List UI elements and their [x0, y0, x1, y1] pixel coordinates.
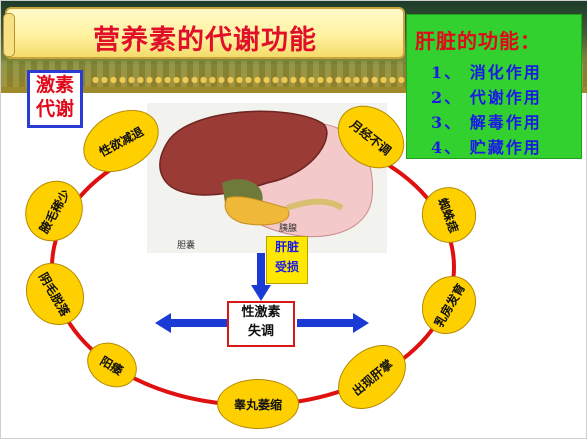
hormone-label-line: 代谢 — [35, 98, 74, 120]
liver-function-item: 4、 贮藏作用 — [431, 138, 542, 157]
liver-damage-box: 肝脏 受损 — [266, 236, 308, 284]
symptom-impotence-label: 阳痿 — [97, 353, 126, 378]
symptom-pubic-label: 阴毛脱落 — [36, 269, 73, 319]
header-dots — [91, 77, 411, 83]
liver-function-item: 1、 消化作用 — [431, 63, 542, 82]
liver-function-heading: 肝脏的功能： — [415, 29, 541, 53]
hormone-label-line: 激素 — [35, 74, 74, 96]
title-banner: 营养素的代谢功能 — [3, 7, 405, 59]
symptom-libido-label: 性欲减退 — [96, 123, 146, 159]
sex-hormone-imbalance-box: 性激素 失调 — [227, 301, 295, 347]
pancreas-label: 胰腺 — [279, 224, 298, 234]
down-arrow-shaft — [257, 237, 265, 285]
liver-damage-line: 肝脏 — [274, 240, 299, 254]
symptom-testis: 睾丸萎缩 — [217, 379, 299, 429]
left-arrow-shaft — [171, 319, 227, 327]
left-arrow-head — [155, 313, 171, 333]
center-line: 性激素 — [241, 305, 281, 320]
center-line: 失调 — [247, 324, 274, 339]
symptom-breast-label: 乳房发育 — [431, 280, 468, 330]
liver-damage-line: 受损 — [274, 260, 299, 274]
right-arrow-shaft — [297, 319, 353, 327]
liver-organ-drawing — [159, 110, 374, 238]
symptom-palm-label: 出现肝掌 — [349, 356, 396, 399]
liver-function-item: 2、 代谢作用 — [431, 88, 542, 107]
page-title: 营养素的代谢功能 — [93, 25, 317, 56]
down-arrow-head — [251, 285, 271, 301]
liver-function-item: 3、 解毒作用 — [431, 113, 542, 132]
symptom-testis-label: 睾丸萎缩 — [233, 397, 282, 412]
hormone-metabolism-label: 激素 代谢 — [27, 70, 83, 128]
right-arrow-head — [353, 313, 369, 333]
symptom-armpit-label: 腋毛稀少 — [36, 186, 73, 236]
symptom-menstrual-label: 月经不调 — [347, 117, 394, 158]
symptom-spider-label: 蜘蛛痣 — [435, 195, 462, 235]
liver-function-panel: 肝脏的功能： 1、 消化作用 2、 代谢作用 3、 解毒作用 4、 贮藏作用 — [406, 14, 582, 159]
gallbladder-label: 胆囊 — [177, 241, 196, 251]
